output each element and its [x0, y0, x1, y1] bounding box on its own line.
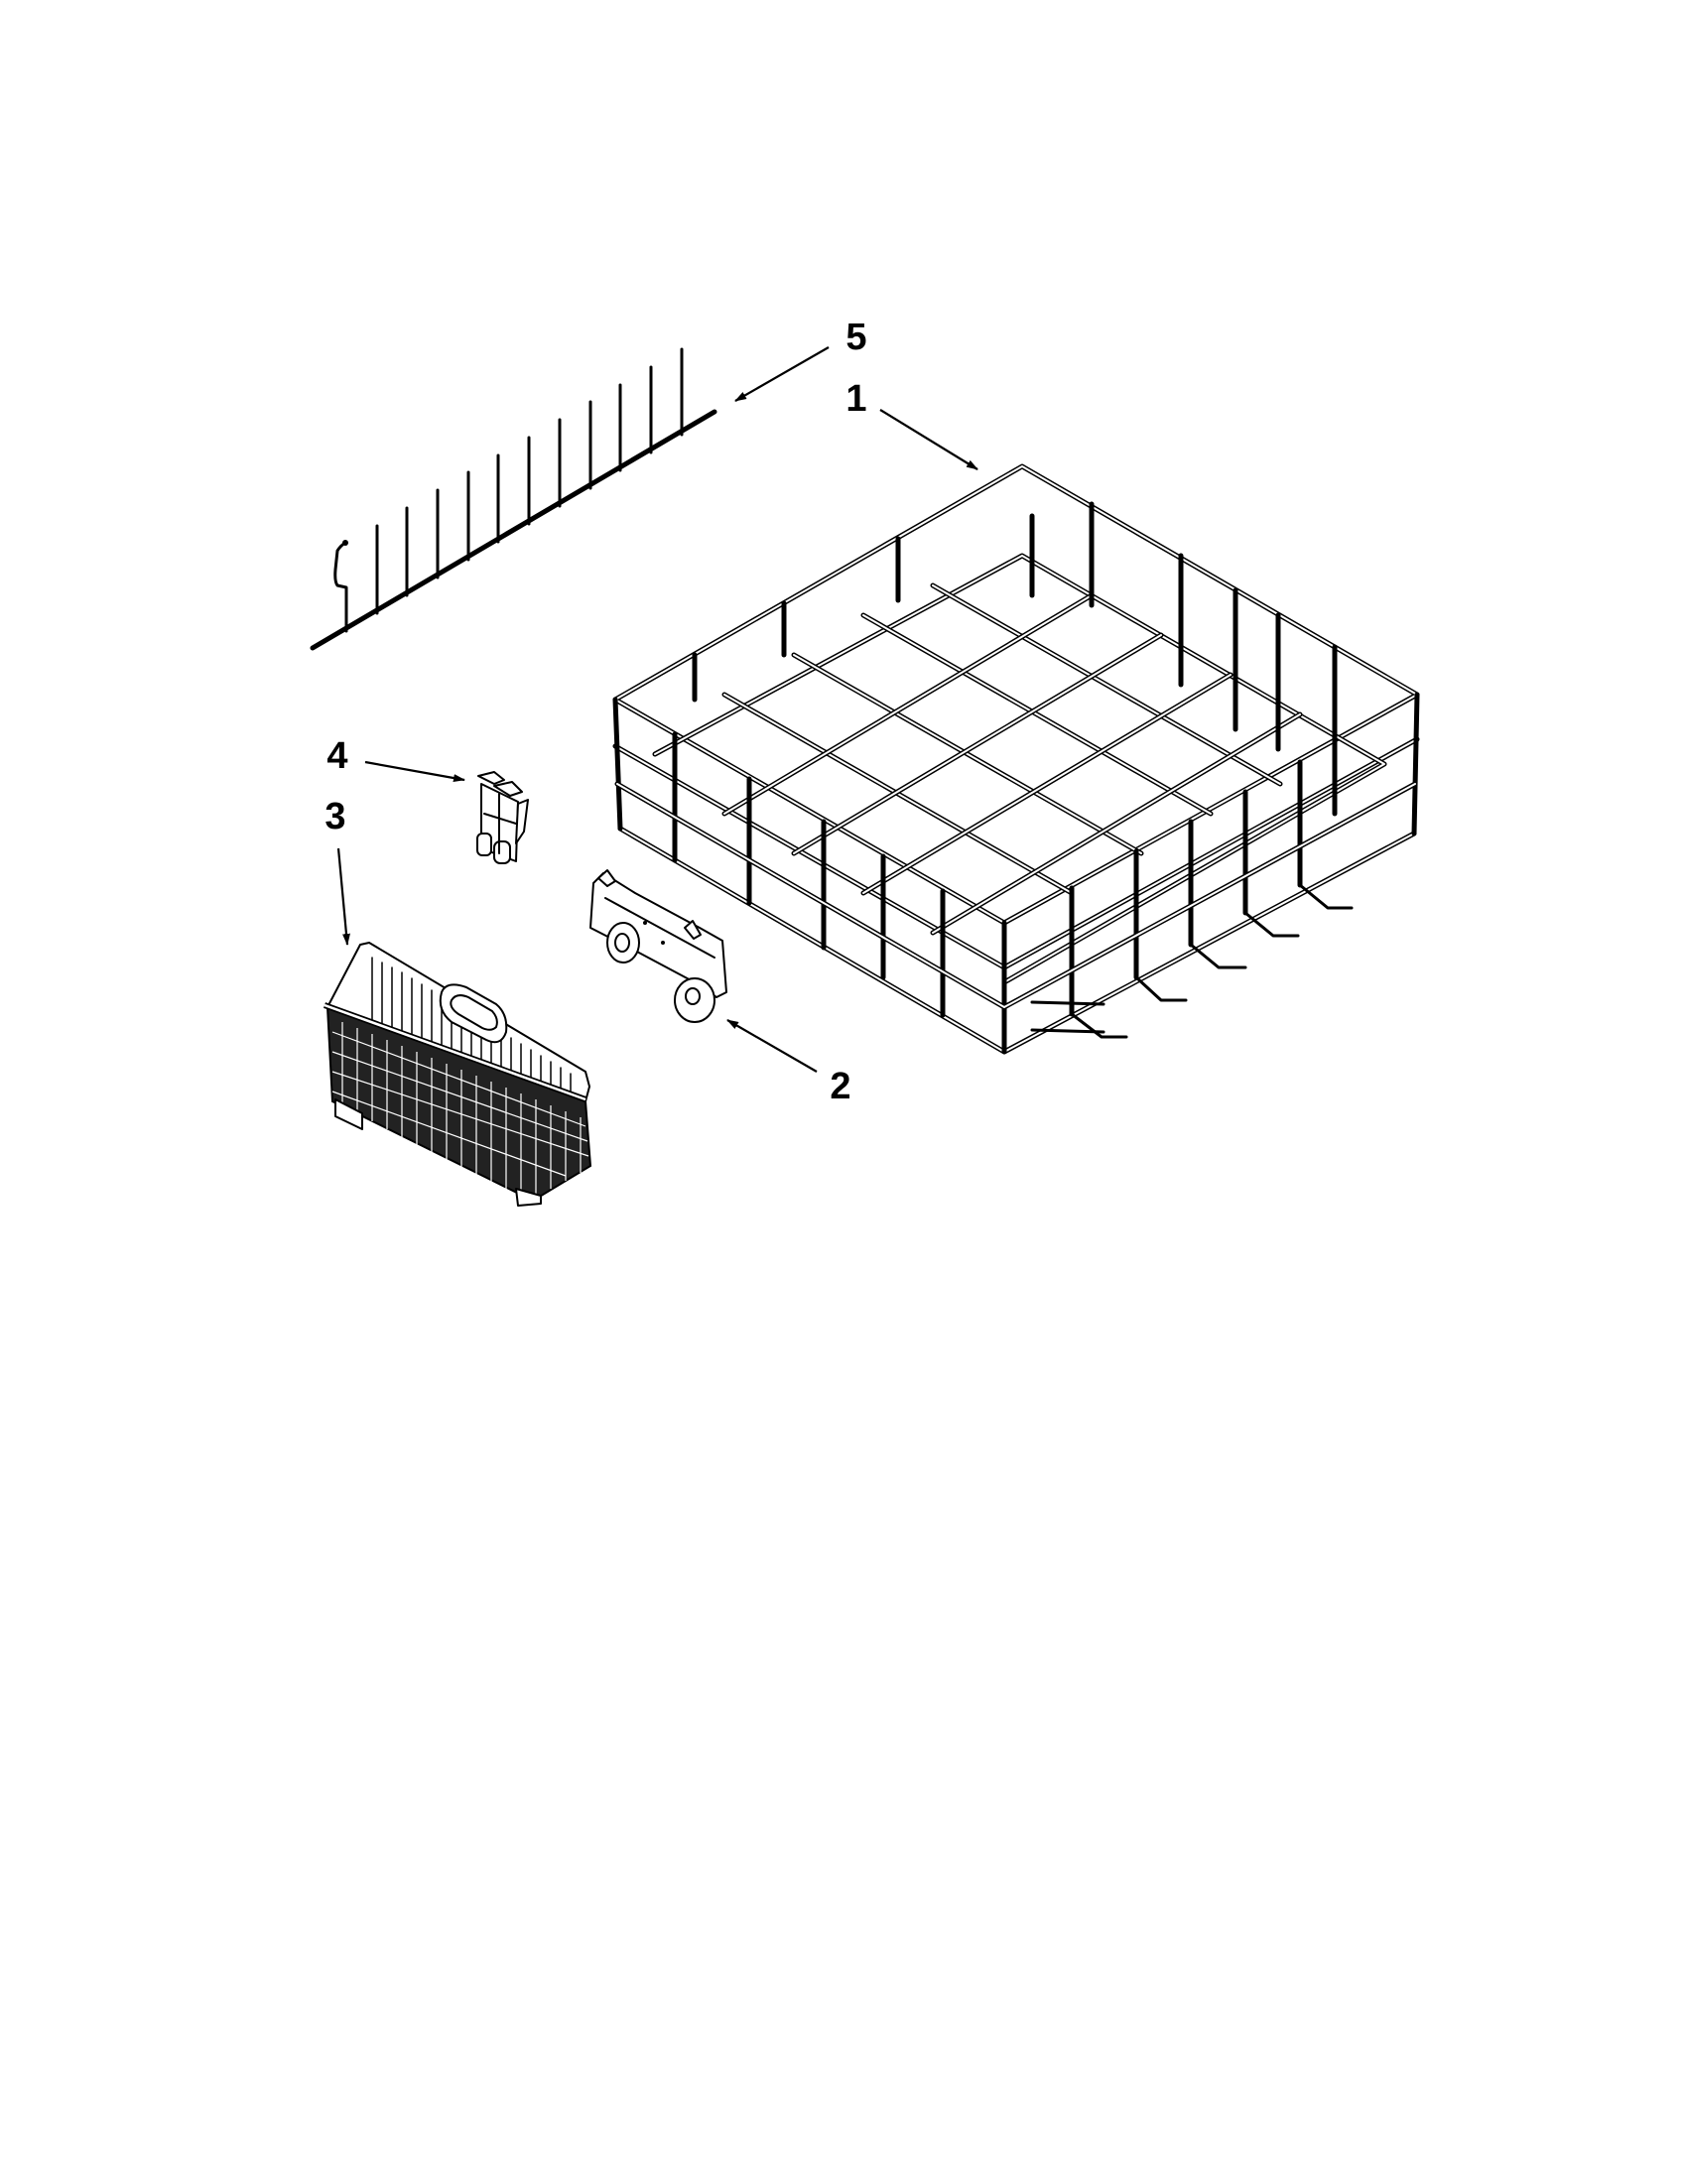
callout-label-3: 3 [325, 796, 346, 837]
silverware-basket-part[interactable] [323, 942, 592, 1207]
dishrack-part[interactable] [612, 463, 1420, 1055]
leader-line-5 [734, 346, 830, 402]
wheel-assembly-part[interactable] [589, 869, 727, 1023]
leader-line-1 [879, 409, 978, 470]
leader-line-3 [336, 847, 350, 946]
callout-label-1: 1 [845, 378, 867, 420]
callout-label-5: 5 [845, 317, 867, 358]
callout-label-2: 2 [830, 1066, 851, 1107]
tine-row-part[interactable] [310, 347, 717, 651]
callout-label-4: 4 [326, 735, 348, 777]
leader-line-4 [364, 760, 465, 782]
basket-clip-part[interactable] [476, 771, 529, 864]
leader-line-2 [726, 1019, 818, 1073]
